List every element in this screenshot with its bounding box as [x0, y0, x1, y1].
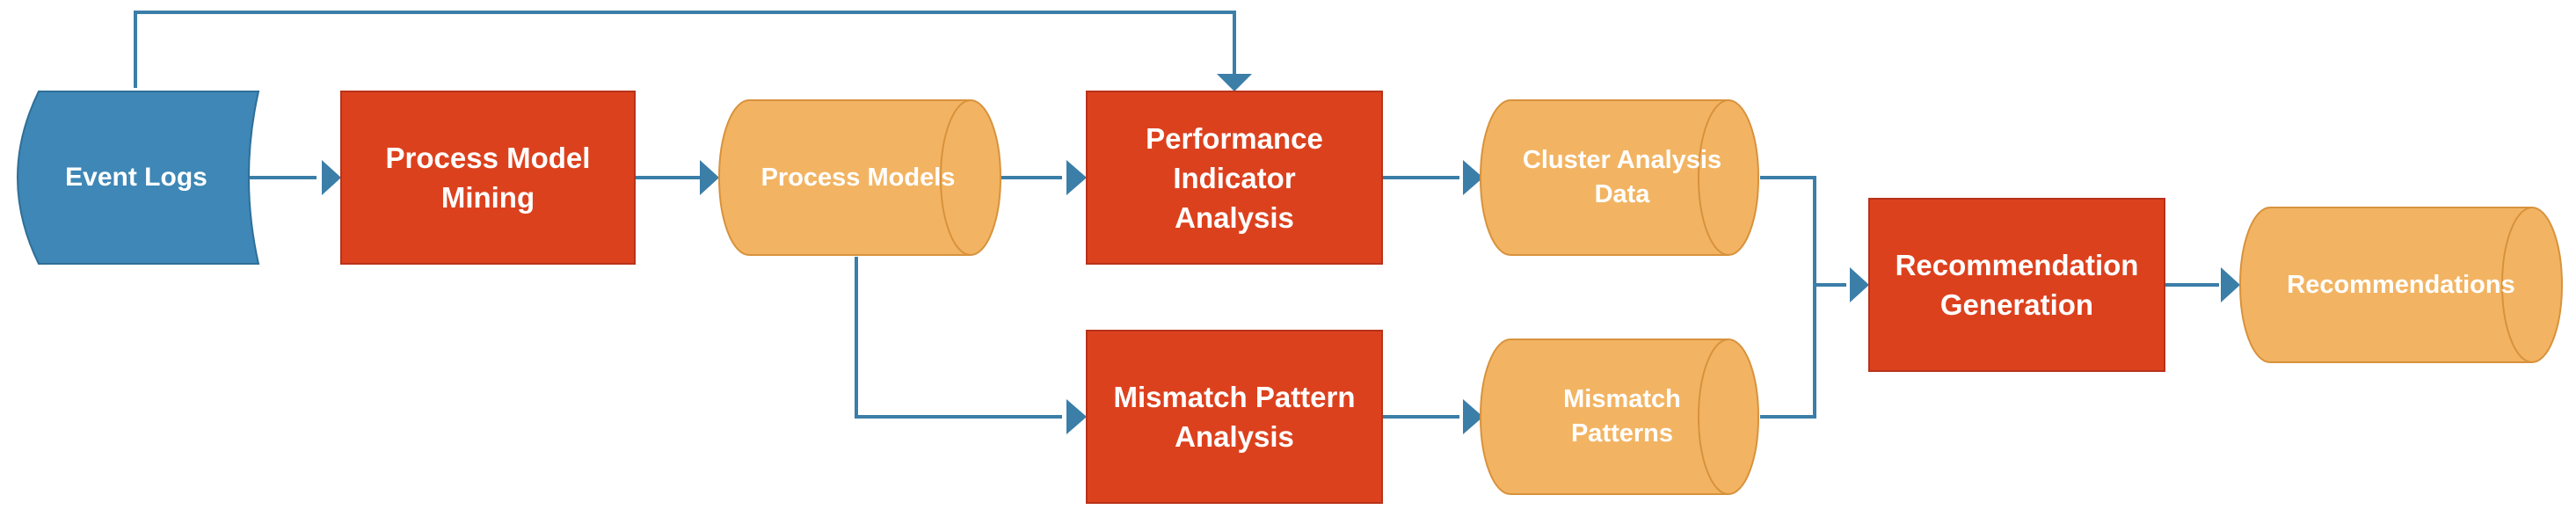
- edge-process-models-to-mismatch-pattern-analysis: [855, 257, 1062, 419]
- arrowhead-mismatch-patterns: [1463, 399, 1483, 434]
- arrowhead-performance-indicator: [1066, 160, 1087, 195]
- performance-indicator-analysis-box: [1086, 91, 1383, 265]
- arrowhead-cluster-analysis-data: [1463, 160, 1483, 195]
- arrowhead-mismatch-pattern-analysis: [1066, 399, 1087, 434]
- arrowheads: [322, 74, 2240, 434]
- cluster-analysis-data-store: [1480, 99, 1759, 256]
- recommendation-generation-box: [1868, 198, 2165, 372]
- edge-mismatch-patterns-to-junction: [1760, 285, 1816, 419]
- arrowhead-down-performance: [1217, 74, 1252, 91]
- arrowhead-recommendations: [2221, 267, 2240, 302]
- process-models-store: [718, 99, 1001, 256]
- connectors: [134, 11, 2219, 419]
- event-logs-shape: [17, 91, 260, 265]
- mismatch-pattern-analysis-box: [1086, 330, 1383, 504]
- arrowhead-process-models: [700, 160, 719, 195]
- edge-event-logs-to-performance-indicator-analysis: [134, 11, 1236, 88]
- edge-cluster-analysis-data-to-junction: [1760, 176, 1846, 287]
- mismatch-patterns-store: [1480, 339, 1759, 495]
- process-model-mining-box: [340, 91, 636, 265]
- recommendations-store: [2239, 207, 2563, 363]
- arrowhead-recommendation-generation: [1850, 267, 1869, 302]
- arrowhead-process-model-mining: [322, 160, 341, 195]
